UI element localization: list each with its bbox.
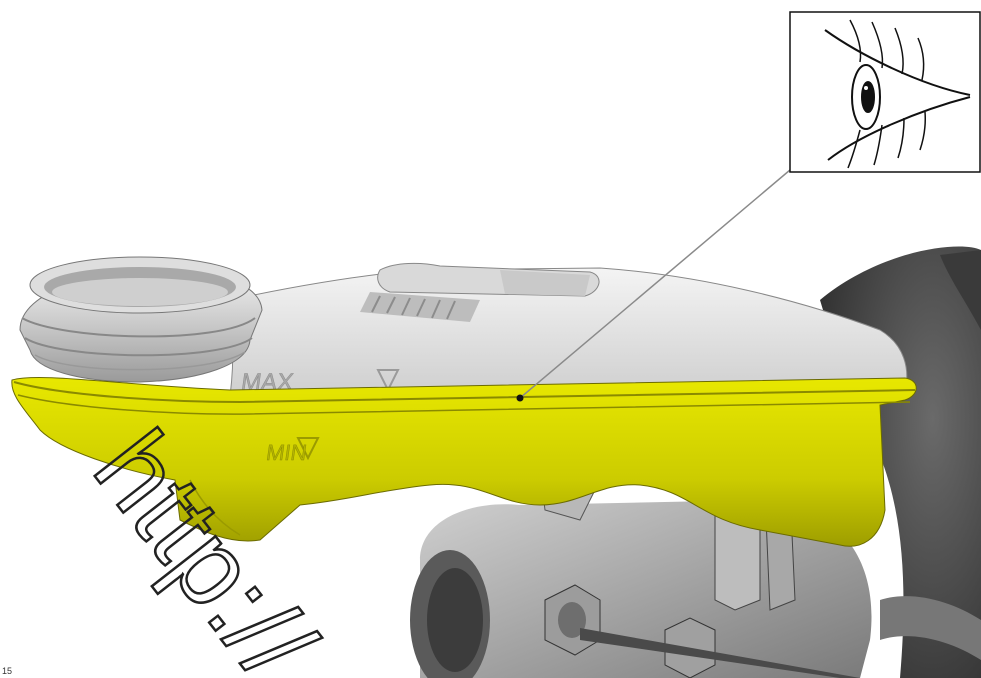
- callout-leader: [516, 169, 791, 402]
- figure-number: 15: [2, 666, 13, 676]
- filler-neck: [19, 256, 263, 383]
- reservoir-fluid-section: MIN: [11, 376, 917, 547]
- inspection-inset: [789, 11, 981, 173]
- max-arrow-icon: [376, 369, 400, 393]
- eye-icon: [824, 19, 971, 169]
- min-level-mark: MIN: [265, 440, 309, 465]
- reservoir-body: MAX: [229, 262, 908, 396]
- min-arrow-icon: [296, 437, 320, 461]
